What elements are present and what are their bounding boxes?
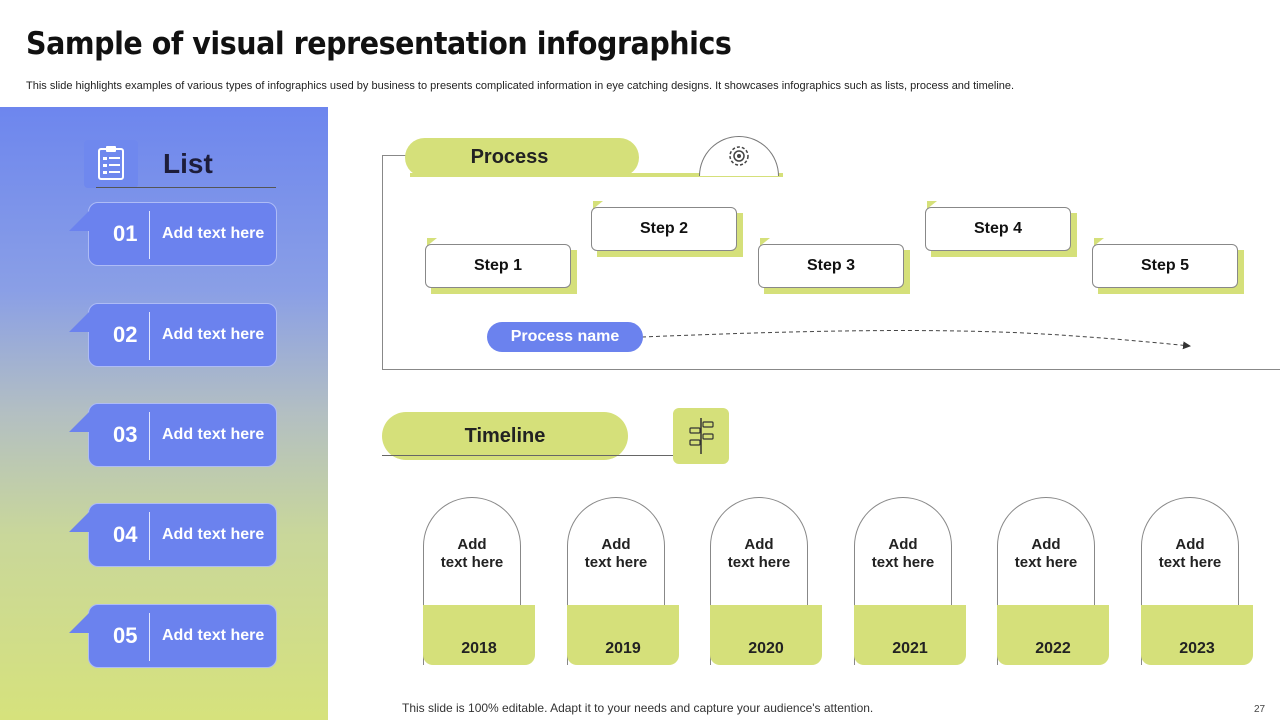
list-item-text[interactable]: Add text here: [162, 526, 265, 543]
list-item-text[interactable]: Add text here: [162, 225, 265, 242]
list-item-divider: [149, 211, 150, 259]
list-heading-underline: [96, 187, 276, 188]
list-item-tail: [69, 312, 89, 332]
process-name-label[interactable]: Process name: [487, 322, 643, 352]
timeline-year: 2018: [423, 605, 535, 665]
timeline-icon: [673, 408, 729, 464]
list-item-number: 02: [113, 322, 138, 347]
step-4-card[interactable]: Step 4: [925, 207, 1071, 251]
timeline-heading-underline: [382, 455, 722, 456]
process-heading: Process: [405, 138, 639, 177]
process-arrow: [641, 330, 1191, 350]
page-number: 27: [1254, 704, 1266, 715]
step-flag: [760, 238, 770, 246]
list-item[interactable]: 05 Add text here: [69, 604, 277, 668]
list-item-text[interactable]: Add text here: [162, 426, 265, 443]
list-item-text[interactable]: Add text here: [162, 326, 265, 343]
list-item-tail: [69, 512, 89, 532]
step-3-card[interactable]: Step 3: [758, 244, 904, 288]
timeline-year: 2019: [567, 605, 679, 665]
list-item-number: 05: [113, 623, 138, 648]
slide-subtitle: This slide highlights examples of variou…: [26, 80, 1015, 92]
list-item-divider: [149, 613, 150, 661]
list-item[interactable]: 03 Add text here: [69, 403, 277, 467]
timeline-year: 2020: [710, 605, 822, 665]
process-frame: [382, 155, 1280, 370]
list-item-text[interactable]: Add text here: [162, 627, 265, 644]
slide-title: Sample of visual representation infograp…: [26, 26, 732, 62]
list-item-tail: [69, 412, 89, 432]
list-item-number: 01: [113, 221, 138, 246]
list-item[interactable]: 04 Add text here: [69, 503, 277, 567]
timeline-heading: Timeline: [382, 412, 628, 460]
timeline-year: 2023: [1141, 605, 1253, 665]
step-1-card[interactable]: Step 1: [425, 244, 571, 288]
timeline-year: 2022: [997, 605, 1109, 665]
timeline-year: 2021: [854, 605, 966, 665]
clipboard-icon: [84, 140, 138, 188]
step-flag: [1094, 238, 1104, 246]
step-flag: [427, 238, 437, 246]
list-item-divider: [149, 412, 150, 460]
list-heading: List: [163, 148, 213, 179]
slide-footer: This slide is 100% editable. Adapt it to…: [402, 701, 874, 715]
step-2-card[interactable]: Step 2: [591, 207, 737, 251]
step-flag: [927, 201, 937, 209]
process-frame-top: [382, 155, 406, 156]
list-item-number: 04: [113, 522, 138, 547]
gear-icon: [729, 146, 749, 166]
list-item-tail: [69, 211, 89, 231]
step-5-card[interactable]: Step 5: [1092, 244, 1238, 288]
list-item-tail: [69, 613, 89, 633]
list-item-number: 03: [113, 422, 138, 447]
list-item[interactable]: 02 Add text here: [69, 303, 277, 367]
list-item-divider: [149, 312, 150, 360]
list-item-divider: [149, 512, 150, 560]
list-item[interactable]: 01 Add text here: [69, 202, 277, 266]
step-flag: [593, 201, 603, 209]
gear-icon-dome: [699, 136, 779, 176]
